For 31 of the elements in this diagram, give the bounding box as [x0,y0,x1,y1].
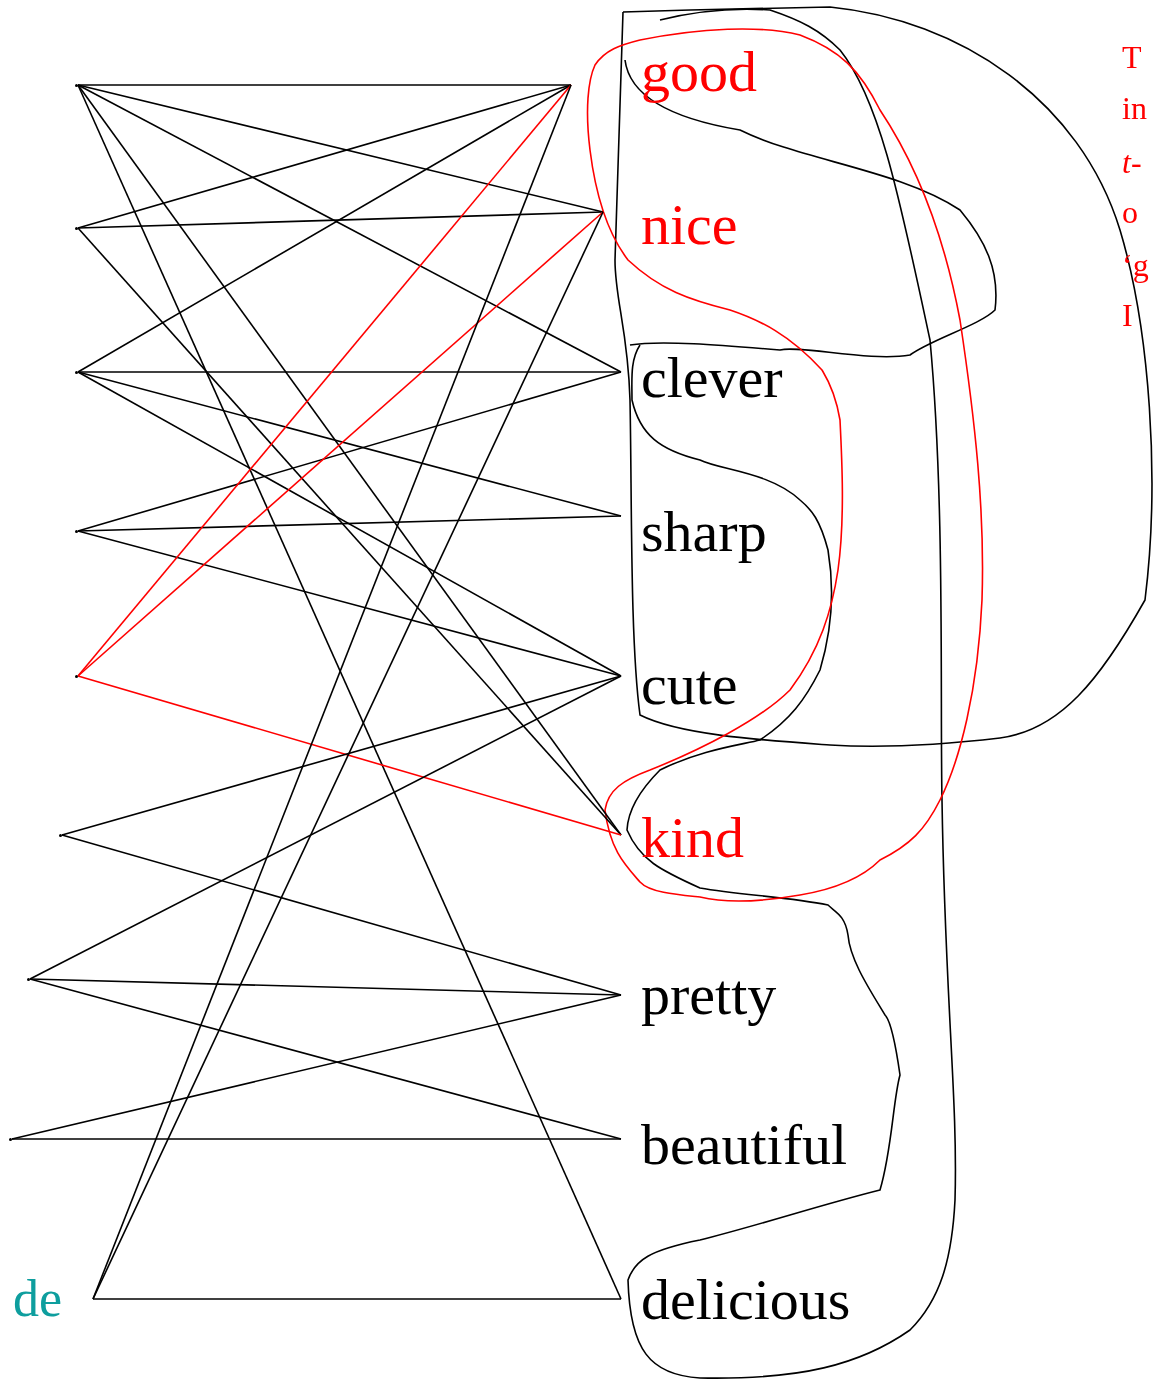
connector-line [92,1298,622,1300]
word-label: cute [641,656,738,714]
note-text: in [1122,92,1147,124]
connector-line [77,371,622,677]
connector-line [77,227,622,836]
connector-line [77,84,572,86]
word-label: good [641,43,757,101]
connector-line [29,675,622,980]
note-text: t- [1122,146,1142,178]
connector-line [61,834,622,996]
connector-line [77,211,604,229]
note-text: o [1122,196,1138,228]
note-text: I [1122,299,1133,331]
connector-line [77,371,622,373]
note-text: T [1122,41,1142,73]
word-label: pretty [641,966,777,1024]
connector-line [77,515,622,532]
connector-line [77,84,572,677]
word-label: nice [641,196,738,254]
word-label: kind [641,809,745,867]
connector-line [29,978,622,996]
connector-line [11,1138,622,1140]
word-label: de [12,1273,62,1325]
word-label: beautiful [641,1116,848,1174]
connector-line [77,211,604,677]
connector-line [77,530,622,677]
word-label: sharp [641,503,767,561]
word-label: clever [641,349,783,407]
word-label: delicious [641,1271,851,1329]
connector-line [77,84,572,229]
connector-line [92,211,604,1300]
